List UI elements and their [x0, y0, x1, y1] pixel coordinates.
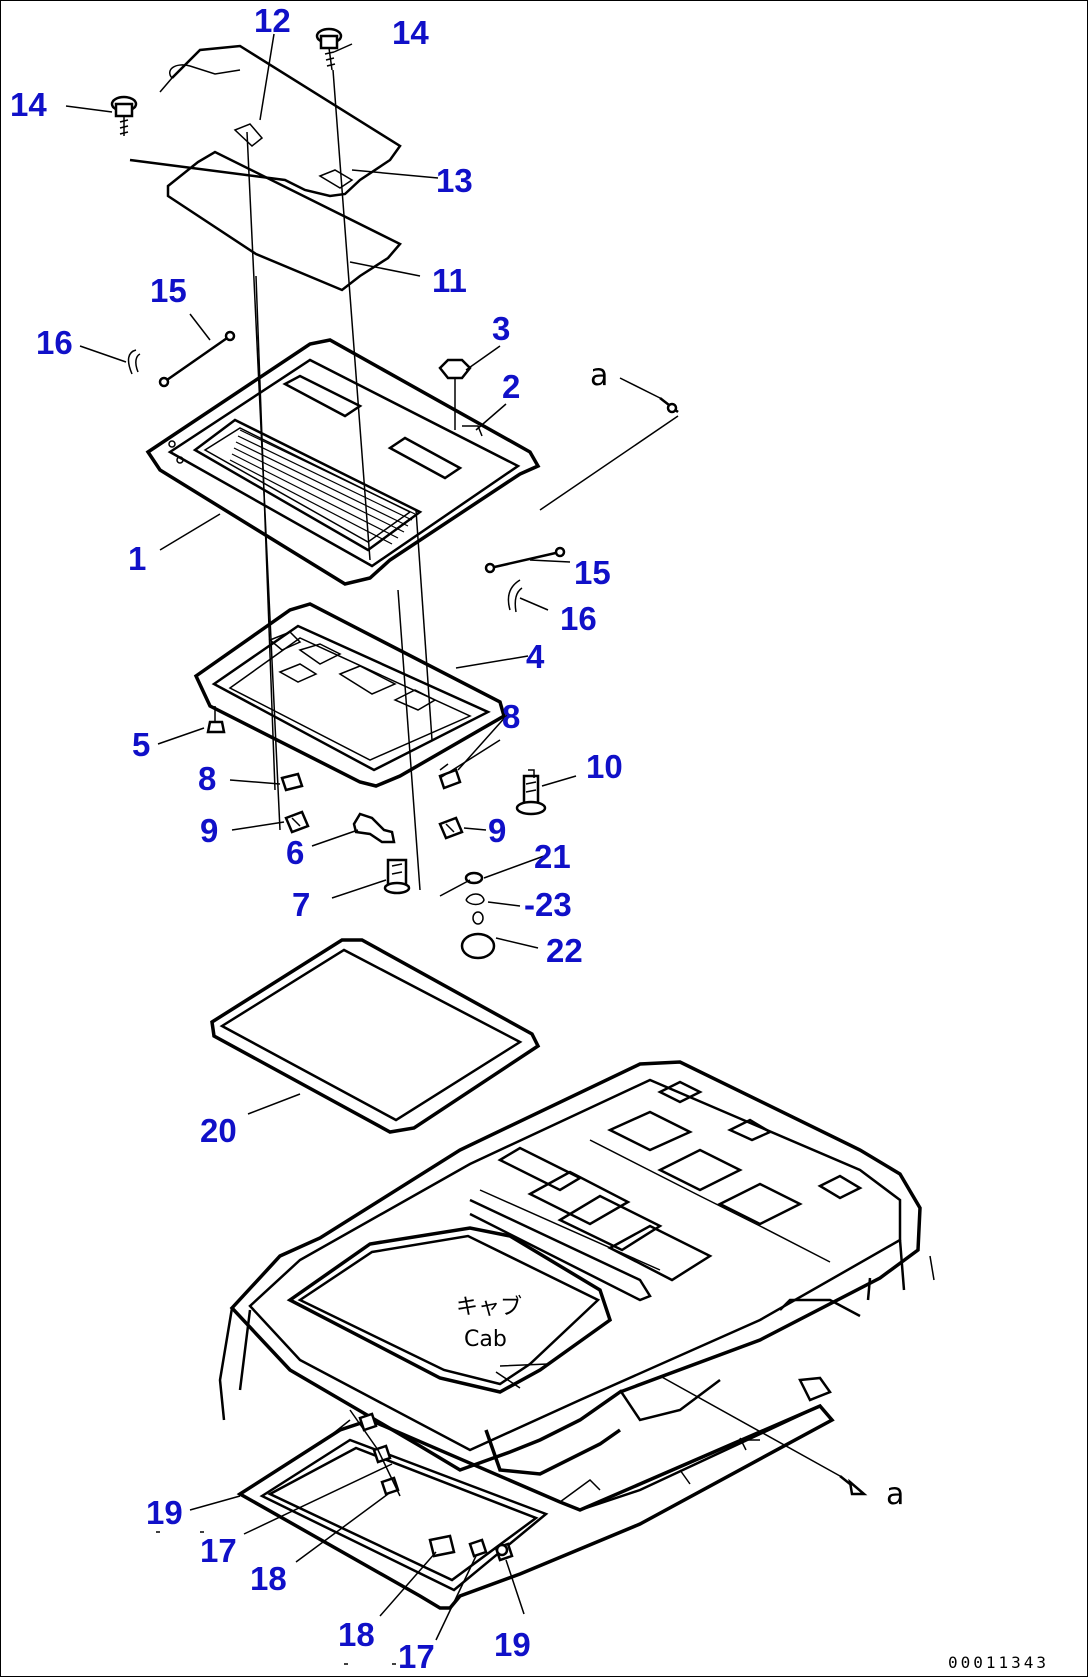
inner-frame-part-4 [193, 602, 507, 788]
callout-16-left: 16 [36, 324, 73, 361]
bolt-14-right [315, 27, 343, 71]
bolt-14-left [110, 95, 138, 136]
clip-part-8-left [280, 772, 304, 792]
clip-16-right [507, 579, 523, 613]
bolt-part-7 [383, 858, 411, 895]
callout-15-right: 15 [574, 554, 611, 591]
callout-13: 13 [436, 162, 473, 199]
callout-11: 11 [432, 262, 467, 299]
bolt-part-10 [515, 769, 547, 816]
callout-16-right: 16 [560, 600, 597, 637]
lower-frame [236, 1376, 835, 1610]
foot-part-5 [206, 706, 226, 734]
callout-6: 6 [286, 834, 304, 871]
rod-15-left [158, 330, 236, 388]
cab-body: キャブ Cab [218, 1060, 935, 1476]
reference-a-top: a [539, 358, 679, 511]
callout-1: 1 [128, 540, 146, 577]
nut-part-3 [438, 358, 472, 430]
callout-18-right: 18 [338, 1616, 375, 1653]
stray-marks [156, 1531, 396, 1665]
callout-21: 21 [534, 838, 571, 875]
cab-label-jp: キャブ [456, 1295, 522, 1320]
callout-4: 4 [526, 638, 545, 675]
callout-22: 22 [546, 932, 583, 969]
callout-20: 20 [200, 1112, 237, 1149]
callout-5: 5 [132, 726, 150, 763]
callout-17-right: 17 [398, 1638, 435, 1675]
callout-10: 10 [586, 748, 623, 785]
callout-14-left: 14 [10, 86, 47, 123]
callouts: 14 12 14 13 11 15 16 3 2 1 15 16 4 5 8 8… [10, 2, 623, 1675]
callout-2: 2 [502, 368, 520, 405]
reference-mark-top: a [590, 358, 608, 393]
callout-17-left: 17 [200, 1532, 237, 1569]
callout-12: 12 [254, 2, 291, 39]
clip-part-9-right [438, 816, 464, 840]
clip-part-9-left [284, 810, 310, 834]
drawing-number: 00011343 [948, 1653, 1049, 1672]
reference-mark-bottom: a [886, 1477, 904, 1512]
assembly-lines [246, 69, 501, 897]
callout-15-left: 15 [150, 272, 187, 309]
knob-part-22 [460, 911, 496, 960]
top-cover-plate [129, 44, 402, 292]
callout-19-right: 19 [494, 1626, 531, 1663]
callout-9-right: 9 [488, 812, 506, 849]
washer-part-23 [465, 893, 485, 906]
callout-8-right: 8 [502, 698, 520, 735]
callout-8-left: 8 [198, 760, 216, 797]
callout-14-right: 14 [392, 14, 429, 51]
cab-label-en: Cab [464, 1327, 507, 1352]
leader-lines [65, 33, 577, 1641]
bracket-part-6 [352, 812, 396, 844]
callout-3: 3 [492, 310, 510, 347]
callout-9-left: 9 [200, 812, 218, 849]
clip-16-left [127, 349, 141, 375]
gasket-part-20 [210, 938, 541, 1134]
callout-18-left: 18 [250, 1560, 287, 1597]
callout-7: 7 [292, 886, 310, 923]
roof-frame-part-1 [145, 338, 541, 586]
rod-15-right [484, 546, 566, 574]
callout-23: -23 [524, 886, 572, 923]
callout-19-left: 19 [146, 1494, 183, 1531]
reference-a-bottom: a [659, 1375, 904, 1512]
